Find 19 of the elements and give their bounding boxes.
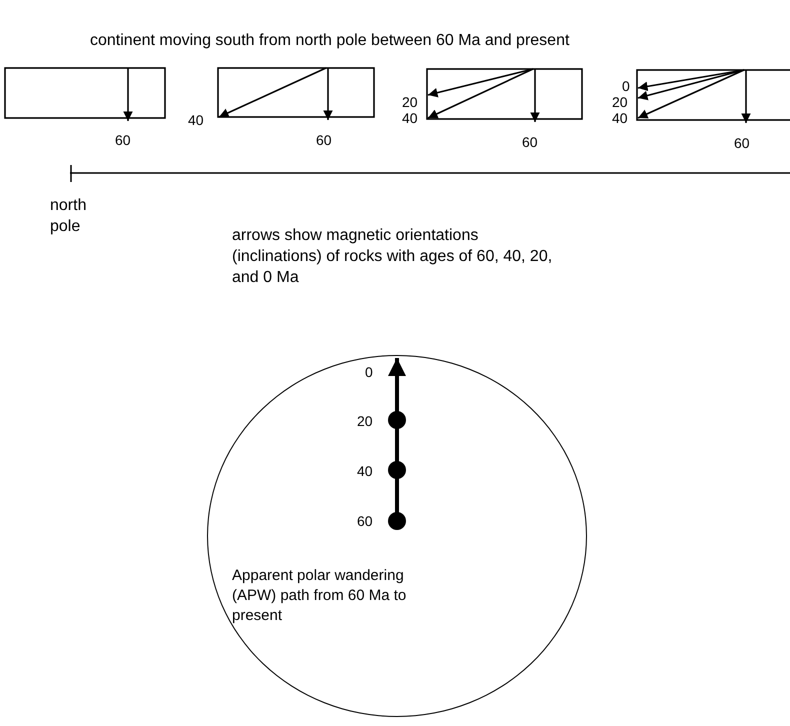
age-label: 40 — [402, 110, 418, 126]
caption-text: Apparent polar wandering (APW) path from 60 Ma to present — [232, 566, 408, 626]
age-label: 20 — [612, 94, 628, 110]
age-label: 60 — [316, 132, 332, 148]
age-label: 60 — [357, 513, 373, 529]
age-label: 0 — [622, 78, 630, 94]
age-label: 0 — [365, 364, 373, 380]
title: continent moving south from north pole between 60 Ma and present — [90, 32, 570, 50]
globe-circle — [207, 355, 587, 717]
pole-label: north pole — [50, 196, 88, 237]
age-label: 20 — [402, 94, 418, 110]
age-label: 20 — [357, 413, 373, 429]
note-text: arrows show magnetic orientations (inclinations) of rocks with ages of 60, 40, 20, and 0 Ma — [232, 226, 554, 288]
age-label: 60 — [734, 135, 750, 151]
age-label: 60 — [115, 132, 131, 148]
age-label: 60 — [522, 134, 538, 150]
age-label: 40 — [357, 463, 373, 479]
age-label: 40 — [188, 112, 204, 128]
age-label: 40 — [612, 110, 628, 126]
